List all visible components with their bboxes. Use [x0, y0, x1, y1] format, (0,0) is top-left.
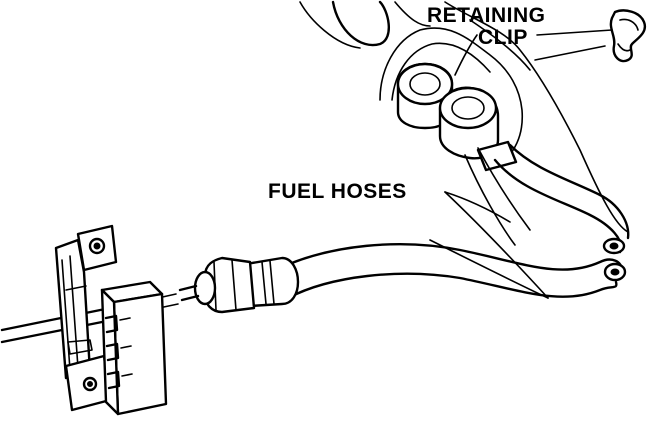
fuel-hose-lower: [278, 239, 627, 300]
retaining-clip-label-line1: RETAINING: [427, 4, 545, 27]
fuel-line-tube: [0, 284, 200, 344]
fuel-hoses-leader-1: [444, 191, 511, 223]
hose-fitting-nut: [193, 256, 300, 314]
fuel-hose-upper: [464, 143, 630, 255]
fuel-hoses-label: FUEL HOSES: [268, 180, 407, 203]
manifold-fitting-lower: [438, 86, 518, 172]
mounting-bracket: [54, 224, 118, 412]
clip-detail-line: [534, 45, 606, 61]
fuel-hoses-leader-2: [444, 191, 549, 299]
clamp-block: [100, 280, 168, 416]
clip-leader-line: [536, 29, 613, 36]
retaining-clip-part: [609, 9, 647, 63]
retaining-clip-label-line2: CLIP: [478, 26, 528, 49]
retaining-clip-leader: [454, 34, 478, 76]
engine-panel-outline: [299, 0, 629, 233]
manifold-fitting-upper: [396, 62, 454, 130]
